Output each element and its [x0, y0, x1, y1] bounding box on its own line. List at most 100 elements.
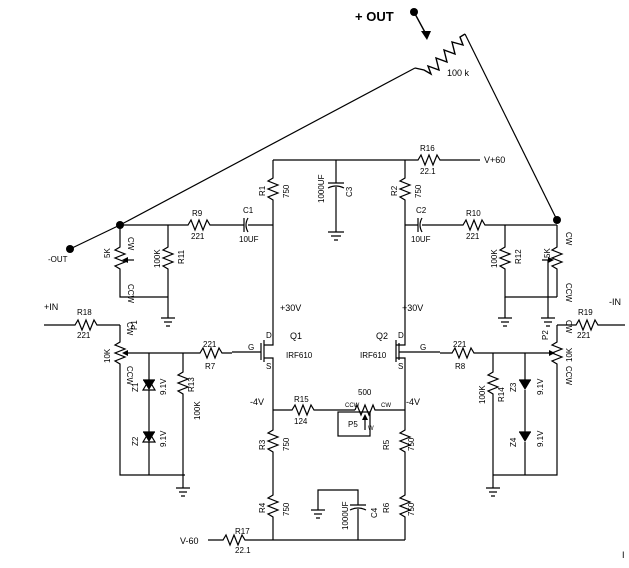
ground-right-top	[541, 317, 555, 327]
m4-right-label: -4V	[406, 397, 420, 407]
r7-value: 221	[203, 340, 217, 349]
c1-ref: C1	[243, 206, 254, 215]
r10-ref: R10	[466, 209, 481, 218]
p1-ccw-mark: CCW	[125, 366, 134, 386]
p2-value: 10K	[565, 347, 574, 362]
vminus-label: V-60	[180, 536, 199, 546]
p3-cw-mark: CW	[126, 237, 135, 251]
capacitor-c4	[317, 489, 367, 540]
z2-value: 9.1V	[159, 430, 168, 447]
p3-ccw-mark: CCW	[126, 284, 135, 304]
pot-p5	[354, 403, 405, 417]
r19-ref: R19	[578, 308, 593, 317]
mosfet-q1: D S G Q1 IRF610	[232, 330, 313, 371]
z2-ref: Z2	[131, 436, 140, 446]
left-feedback-network: R9 221 C1 10UF CW 5K CCW 100K R11	[103, 206, 273, 327]
resistor-r13	[176, 353, 190, 488]
ground-right-top-2	[498, 297, 512, 327]
ground-left-top	[161, 317, 175, 327]
ground-c4	[311, 509, 325, 519]
r10-value: 221	[466, 232, 480, 241]
r17-ref: R17	[235, 527, 250, 536]
r14-value: 100K	[478, 385, 487, 404]
resistor-r16	[405, 153, 480, 167]
r12-value: 100K	[490, 249, 499, 268]
r5-ref: R5	[382, 439, 391, 450]
output-pot-100k	[414, 33, 466, 76]
resistor-r7	[128, 346, 232, 360]
pot-p2	[493, 325, 564, 476]
resistor-r19	[557, 318, 625, 332]
resistor-r3-r4	[266, 410, 280, 540]
r12-ref: R12	[514, 249, 523, 264]
r3-ref: R3	[258, 439, 267, 450]
output-pot-wiper-arrow	[421, 31, 431, 40]
r11-value: 100K	[153, 249, 162, 268]
r19-value: 221	[577, 331, 591, 340]
q2-ref: Q2	[376, 331, 388, 341]
resistor-r8	[440, 346, 549, 360]
pot-p4-5k	[550, 225, 564, 297]
c2-ref: C2	[416, 206, 427, 215]
p5-wiper: W	[368, 426, 374, 432]
r15-ref: R15	[294, 395, 309, 404]
p5-value: 500	[358, 388, 372, 397]
r2-ref: R2	[390, 185, 399, 196]
p4-cw-mark: CW	[564, 232, 573, 246]
c3-ref: C3	[345, 186, 354, 197]
r16-value: 22.1	[420, 167, 436, 176]
vplus-label: V+60	[484, 155, 505, 165]
q1-d: D	[266, 331, 272, 340]
r7-ref: R7	[205, 362, 216, 371]
r4-value: 750	[282, 502, 291, 516]
c3-value: 1000UF	[317, 174, 326, 203]
r14-ref: R14	[497, 387, 506, 402]
ground-left-bottom	[176, 487, 190, 497]
r6-value: 750	[407, 502, 416, 516]
right-feedback-network: C2 10UF R10 221 100K R12 CW 5K CCW	[405, 206, 573, 327]
p30-right-label: +30V	[402, 303, 423, 313]
zener-stack-left	[141, 353, 157, 475]
r5-value: 750	[407, 437, 416, 451]
r15-value: 124	[294, 417, 308, 426]
q1-s: S	[266, 362, 271, 371]
corner-mark: I	[622, 550, 625, 560]
p1-value: 10K	[103, 348, 112, 363]
right-input-network: -IN R19 221 221 R8 CW P2 10K CCW 100K R1…	[440, 297, 625, 497]
r13-value: 100K	[193, 401, 202, 420]
zener-stack-right	[519, 353, 531, 475]
r13-ref: R13	[187, 377, 196, 392]
q2-s: S	[398, 362, 403, 371]
plus-out-label: + OUT	[355, 9, 394, 24]
r8-value: 221	[453, 340, 467, 349]
p1-ref: P1	[130, 320, 139, 330]
minus-out-label: -OUT	[48, 255, 68, 264]
vplus-rail: R16 22.1 V+60 1000UF C3	[273, 144, 505, 241]
q2-d: D	[398, 331, 404, 340]
left-input-network: +IN R18 221 221 R7 CW P1 10K CCW Z1 9.1V…	[44, 302, 232, 497]
z1-ref: Z1	[131, 382, 140, 392]
r18-ref: R18	[77, 308, 92, 317]
p5-box	[337, 411, 371, 437]
p4-ccw-mark: CCW	[564, 283, 573, 303]
p30-left-label: +30V	[280, 303, 301, 313]
q1-ref: Q1	[290, 331, 302, 341]
r6-ref: R6	[382, 502, 391, 513]
pot-p3-5k	[113, 225, 168, 298]
z3-ref: Z3	[509, 382, 518, 392]
p1-cw-mark: CW	[125, 322, 134, 336]
minus-in-label: -IN	[609, 297, 621, 307]
resistor-r5-r6	[398, 410, 412, 540]
resistor-r18	[44, 318, 120, 332]
p4-value: 5K	[543, 248, 552, 258]
vminus-rail: V-60 R17 22.1 1000UF C4	[180, 489, 405, 555]
right-feedback-node	[553, 216, 561, 224]
resistor-r17	[208, 533, 405, 547]
resistor-r1	[266, 160, 280, 330]
resistor-r15	[273, 403, 355, 417]
ground-right-bottom	[486, 487, 500, 497]
resistor-r12	[498, 225, 557, 298]
resistor-r2	[398, 160, 412, 330]
minus-out-terminal[interactable]	[66, 245, 74, 253]
ground-c3	[328, 231, 344, 241]
